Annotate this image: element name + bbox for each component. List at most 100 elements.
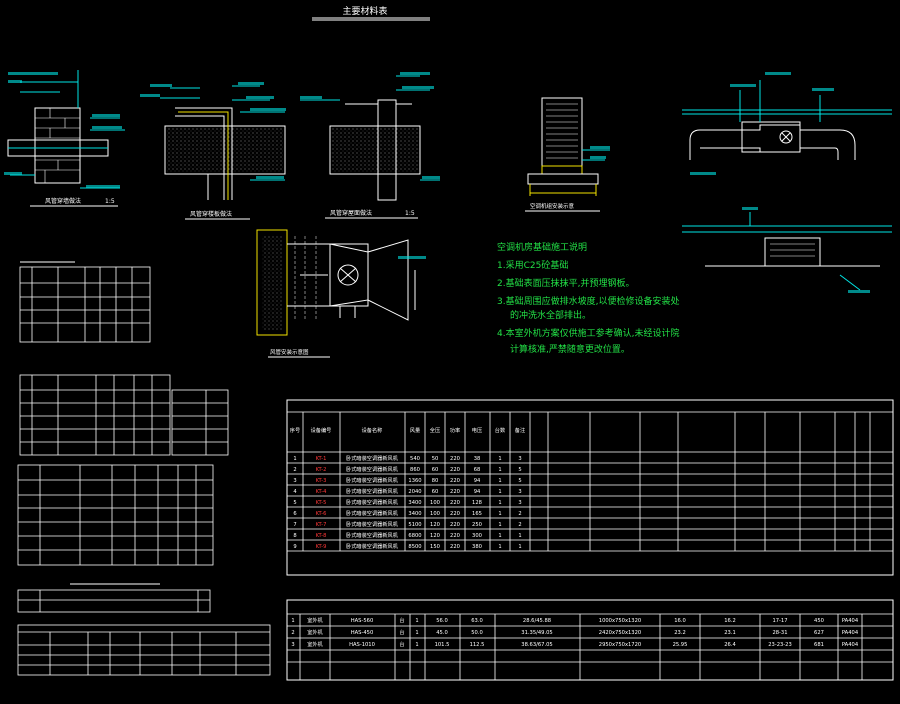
- schedule-cell: 1: [498, 456, 501, 462]
- schedule-cell: 5: [518, 467, 521, 473]
- schedule-cell: 1: [498, 522, 501, 528]
- schedule-cell: 80: [432, 478, 439, 484]
- schedule-cell: 38: [474, 456, 481, 462]
- schedule-cell: 3400: [408, 511, 421, 517]
- schedule-cell: 3400: [408, 500, 421, 506]
- duct-plan-upper: [682, 72, 892, 175]
- schedule-cell: 1: [293, 456, 296, 462]
- schedule-cell: 1: [498, 533, 501, 539]
- schedule-header-cell: 设备名称: [362, 426, 383, 434]
- schedule-cell: KT-4: [316, 489, 328, 495]
- note-line-2: 2.基础表面压抹抹平,并预埋钢板。: [497, 277, 634, 289]
- outdoor-cell: 28-31: [772, 630, 787, 636]
- schedule-header-cell: 台数: [495, 426, 506, 434]
- detail-a-caption: 风管穿墙做法: [45, 197, 81, 205]
- schedule-cell: 220: [450, 467, 460, 473]
- schedule-header-cell: 功率: [450, 426, 460, 434]
- outdoor-cell: 50.0: [471, 630, 483, 636]
- schedule-cell: 1: [498, 511, 501, 517]
- schedule-cell: 220: [450, 533, 460, 539]
- outdoor-cell: 2: [291, 630, 294, 636]
- outdoor-cell: 1: [415, 642, 418, 648]
- schedule-cell: 60: [432, 467, 439, 473]
- duct-section-lower: [682, 207, 892, 293]
- schedule-cell: 540: [410, 456, 420, 462]
- schedule-cell: KT-8: [316, 533, 327, 539]
- schedule-cell: 100: [430, 500, 440, 506]
- small-table-4: [17, 464, 214, 566]
- outdoor-cell: 23-23-23: [768, 642, 792, 648]
- schedule-cell: 卧式暗装空调器新风机: [346, 465, 399, 473]
- schedule-cell: KT-6: [316, 511, 327, 517]
- schedule-cell: 94: [474, 489, 481, 495]
- schedule-cell: KT-9: [316, 544, 327, 550]
- outdoor-cell: 17-17: [772, 618, 787, 624]
- schedule-cell: 300: [472, 533, 482, 539]
- schedule-cell: 5100: [408, 522, 421, 528]
- unit-caption: 空调机组安装示意: [530, 202, 575, 210]
- schedule-cell: 7: [293, 522, 296, 528]
- schedule-cell: 6: [293, 511, 296, 517]
- schedule-cell: 250: [472, 522, 482, 528]
- outdoor-cell: 101.5: [435, 642, 450, 648]
- schedule-cell: 卧式暗装空调器新风机: [346, 454, 399, 462]
- outdoor-cell: 台: [399, 628, 404, 636]
- outdoor-cell: 1: [415, 630, 418, 636]
- schedule-header-cell: 序号: [290, 426, 300, 434]
- schedule-cell: 1: [498, 544, 501, 550]
- outdoor-cell: 2420x750x1320: [599, 630, 641, 636]
- outdoor-cell: 31.35/49.05: [521, 630, 552, 636]
- schedule-cell: 120: [430, 522, 440, 528]
- outdoor-cell: 2950x750x1720: [599, 642, 641, 648]
- note-line-1: 1.采用C25砼基础: [497, 259, 568, 271]
- schedule-cell: 5: [293, 500, 296, 506]
- outdoor-cell: 16.0: [674, 618, 686, 624]
- schedule-cell: 220: [450, 522, 460, 528]
- outdoor-cell: 627: [814, 630, 824, 636]
- schedule-cell: 50: [432, 456, 439, 462]
- schedule-header-cell: 备注: [515, 426, 525, 434]
- outdoor-cell: HAS-1010: [349, 642, 375, 648]
- schedule-cell: 860: [410, 467, 420, 473]
- outdoor-cell: 室外机: [307, 616, 323, 624]
- duct-plan-center: [256, 229, 426, 336]
- detail-c-caption: 风管穿屋面做法: [330, 209, 372, 217]
- schedule-cell: 3: [518, 456, 521, 462]
- schedule-cell: 4: [293, 489, 297, 495]
- small-table-3: [171, 389, 229, 456]
- schedule-cell: 卧式暗装空调器新风机: [346, 487, 399, 495]
- schedule-cell: 卧式暗装空调器新风机: [346, 542, 399, 550]
- schedule-header-cell: 风量: [410, 427, 420, 434]
- small-table-6: [17, 624, 271, 676]
- schedule-cell: 68: [474, 467, 481, 473]
- schedule-cell: 2: [518, 511, 521, 517]
- schedule-cell: 1: [518, 544, 521, 550]
- detail-b-caption: 风管穿楼板做法: [190, 210, 232, 218]
- schedule-cell: 220: [450, 478, 460, 484]
- outdoor-cell: PA404: [842, 618, 859, 624]
- outdoor-cell: 28.6/45.88: [523, 618, 551, 624]
- outdoor-cell: 38.63/67.05: [521, 642, 552, 648]
- note-line-6: 计算核准,严禁随意更改位置。: [510, 343, 630, 355]
- outdoor-cell: HAS-560: [351, 618, 374, 624]
- outdoor-cell: HAS-450: [351, 630, 374, 636]
- detail-c-scale: 1:5: [405, 210, 415, 217]
- schedule-cell: 220: [450, 489, 460, 495]
- schedule-cell: KT-1: [316, 456, 327, 462]
- schedule-cell: 8: [293, 533, 296, 539]
- outdoor-cell: 台: [399, 616, 404, 624]
- schedule-cell: 1: [498, 467, 501, 473]
- outdoor-cell: 1: [415, 618, 418, 624]
- schedule-cell: 1: [498, 489, 501, 495]
- schedule-cell: 120: [430, 533, 440, 539]
- schedule-cell: 3: [518, 489, 521, 495]
- outdoor-cell: PA404: [842, 642, 859, 648]
- outdoor-cell: 16.2: [724, 618, 736, 624]
- schedule-cell: 1: [518, 533, 521, 539]
- schedule-cell: 卧式暗装空调器新风机: [346, 509, 399, 517]
- ac-unit-elevation: [527, 97, 610, 196]
- schedule-cell: 100: [430, 511, 440, 517]
- schedule-header-cell: 全压: [430, 426, 440, 434]
